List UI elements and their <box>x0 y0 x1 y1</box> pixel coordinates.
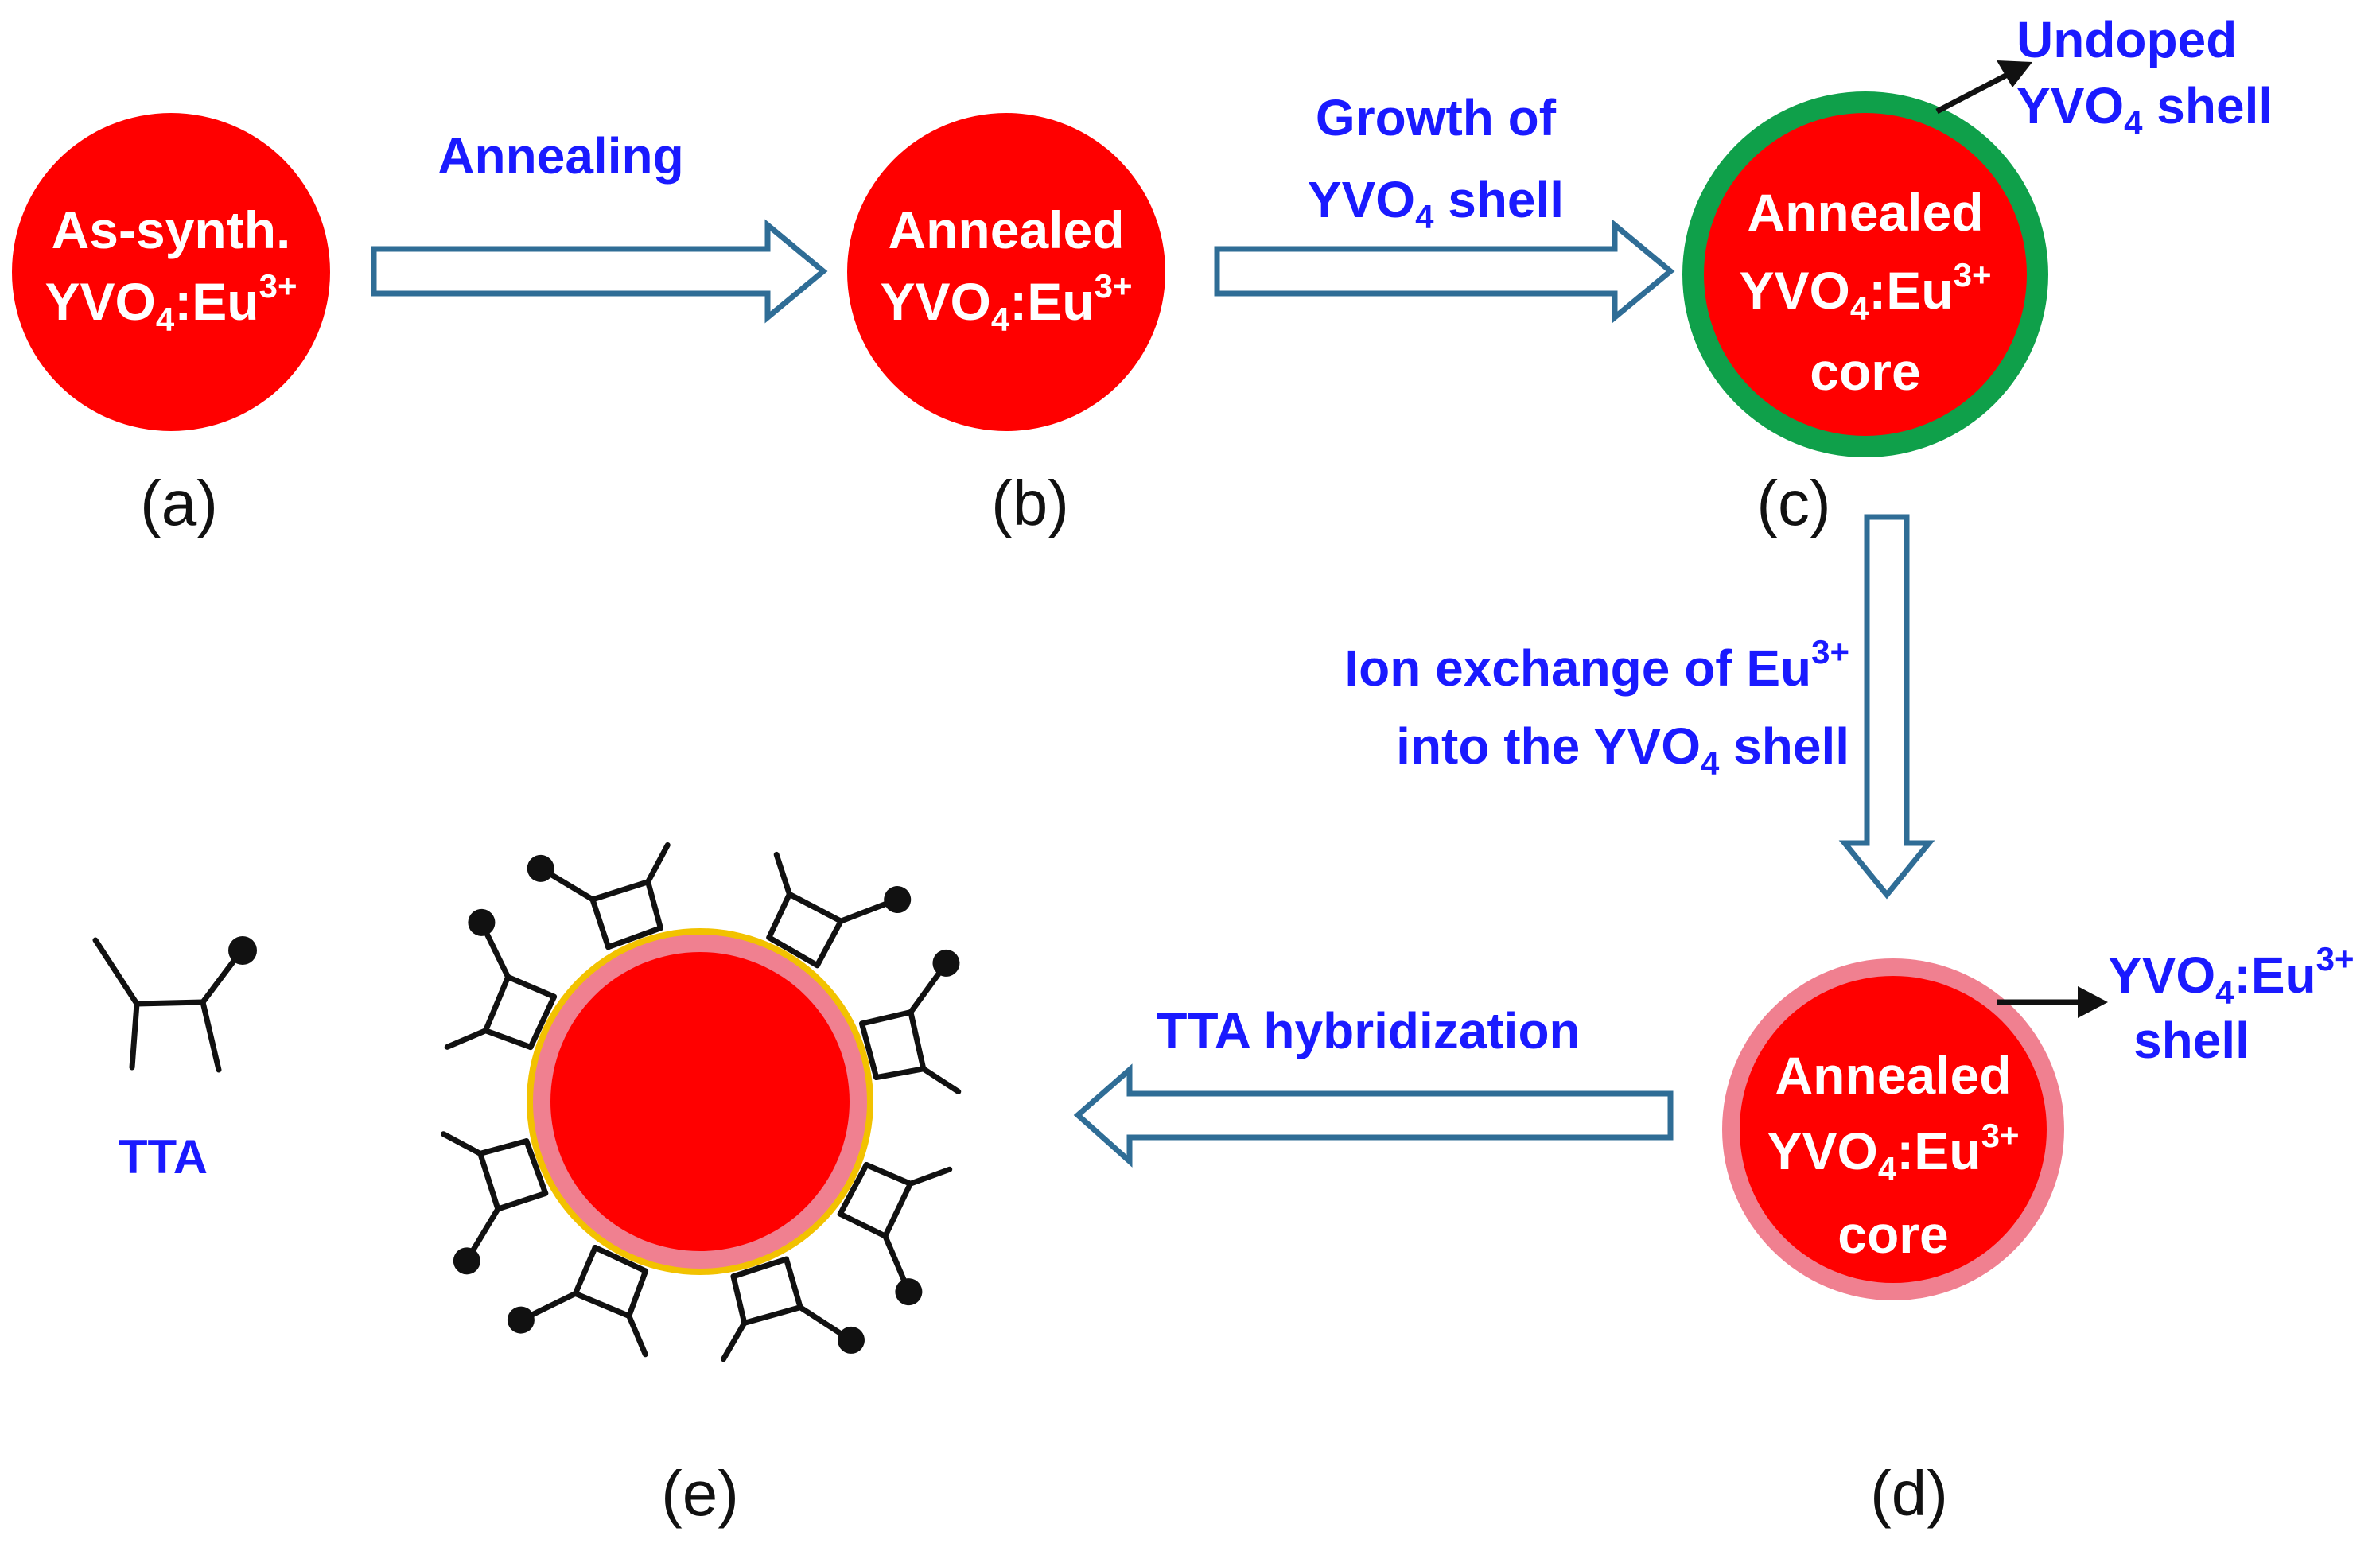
particle-d: Annealed YVO4:Eu3+ core <box>1722 958 2064 1300</box>
step-ion-exchange-line1: Ion exchange of Eu3+ <box>1344 633 1849 697</box>
doped-shell-label-line1: YVO4:Eu3+ <box>2108 940 2355 1011</box>
tta-molecule-legend <box>92 936 257 1073</box>
particle-e <box>410 812 992 1392</box>
undoped-label-line2: YVO4 shell <box>2016 77 2273 142</box>
undoped-label-line1: Undoped <box>2016 11 2237 68</box>
particle-d-line3: core <box>1838 1205 1948 1264</box>
particle-c-formula: YVO4:Eu3+ <box>1740 256 1992 327</box>
panel-label-e: (e) <box>661 1458 739 1529</box>
core-b <box>847 113 1165 431</box>
particle-c-line3: core <box>1810 342 1920 401</box>
particle-b-formula: YVO4:Eu3+ <box>881 267 1133 338</box>
tta-legend-label: TTA <box>119 1130 208 1184</box>
panel-label-d: (d) <box>1870 1458 1948 1529</box>
particle-d-line1: Annealed <box>1775 1046 2011 1105</box>
particle-a-line1: As-synth. <box>52 200 291 259</box>
step-growth-line2: YVO4 shell <box>1308 171 1564 235</box>
core-d <box>1740 976 2047 1283</box>
arrow-ion-exchange <box>1838 514 1935 900</box>
panel-label-a: (a) <box>140 468 218 538</box>
particle-b: Annealed YVO4:Eu3+ <box>847 113 1165 431</box>
panel-label-b: (b) <box>991 468 1069 538</box>
pointer-doped-shell <box>1997 986 2108 1018</box>
doped-shell-label-line2: shell <box>2133 1012 2250 1069</box>
particle-d-formula: YVO4:Eu3+ <box>1768 1117 2020 1187</box>
arrow-tta-hybridization <box>1073 1063 1674 1168</box>
particle-b-line1: Annealed <box>888 200 1124 259</box>
step-ion-exchange-line2: into the YVO4 shell <box>1396 717 1849 782</box>
core-c <box>1704 113 2027 436</box>
step-tta-hybridization-label: TTA hybridization <box>1156 1002 1580 1059</box>
particle-a: As-synth. YVO4:Eu3+ <box>12 113 330 431</box>
panel-label-c: (c) <box>1756 468 1830 538</box>
particle-a-formula: YVO4:Eu3+ <box>45 267 298 338</box>
pointer-undoped-shell <box>1935 60 2032 115</box>
arrow-annealing <box>371 219 828 324</box>
step-growth-line1: Growth of <box>1316 89 1557 146</box>
core-e <box>550 952 850 1251</box>
core-a <box>12 113 330 431</box>
arrow-growth <box>1214 219 1675 324</box>
particle-c-line1: Annealed <box>1747 183 1983 242</box>
step-annealing-label: Annealing <box>438 127 683 185</box>
particle-c: Annealed YVO4:Eu3+ core <box>1682 91 2048 457</box>
